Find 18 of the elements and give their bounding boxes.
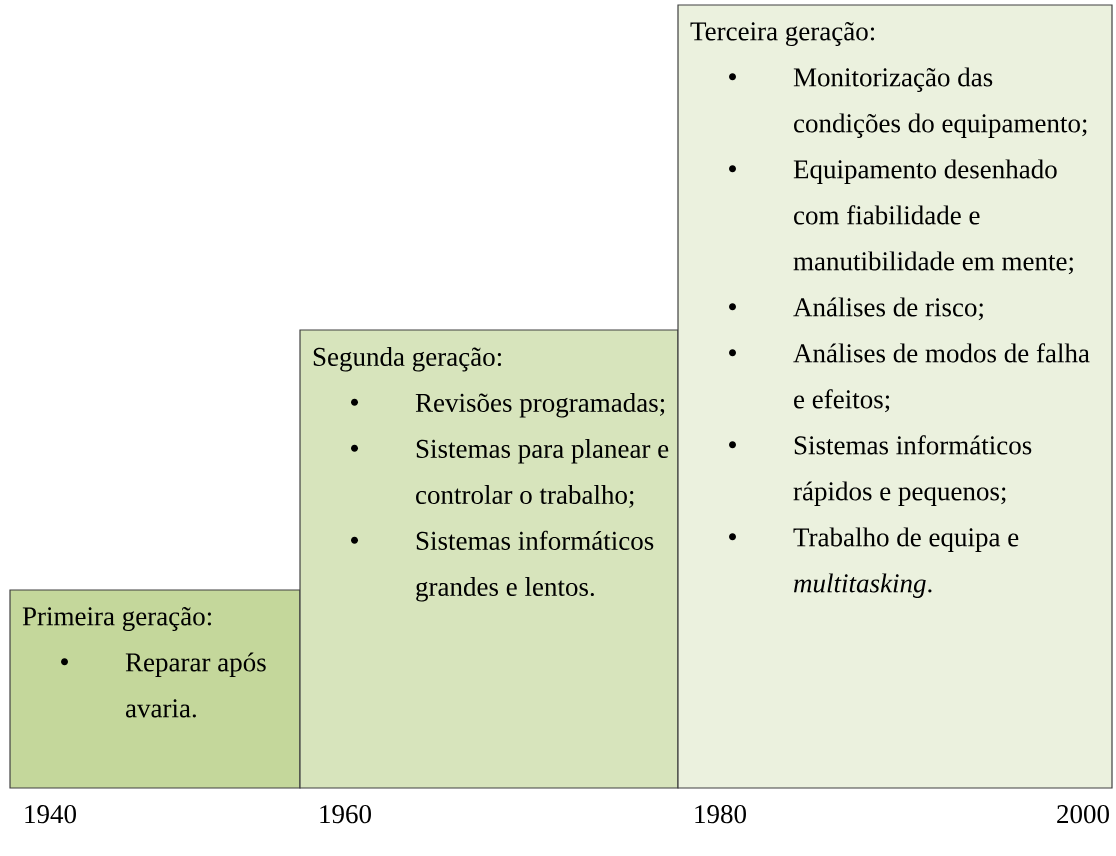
year-label: 1960 — [320, 805, 371, 824]
box-heading: Primeira geração: — [22, 607, 211, 631]
generation-box — [299, 329, 679, 789]
bullet-item: Sistemas informáticos grandes e lentos. — [416, 530, 654, 602]
box-heading: Terceira geração: — [690, 22, 875, 46]
year-label: 1980 — [695, 805, 746, 824]
bullet-item: Monitorização das condições do equipamento; — [793, 67, 1087, 138]
generation-box — [9, 589, 301, 789]
bullet-item: Análises de modos de falha e efeitos; — [793, 343, 1090, 413]
generation-box — [677, 4, 1113, 789]
bullet-item: Equipamento desenhado com fiabilidade e manutibilidade em mente; — [793, 159, 1073, 275]
box-heading: Segunda geração: — [313, 347, 501, 372]
bullet-item: Trabalho de equipa e multitasking. — [793, 527, 1019, 598]
bullet-item: Análises de risco; — [793, 297, 983, 321]
bullet-item: Revisões programadas; — [415, 393, 665, 418]
bullet-item: Sistemas informáticos rápidos e pequenos; — [793, 435, 1032, 506]
bullet-item: Reparar após avaria. — [125, 652, 266, 718]
bullet-item: Sistemas para planear e controlar o trabalho; — [416, 439, 669, 508]
